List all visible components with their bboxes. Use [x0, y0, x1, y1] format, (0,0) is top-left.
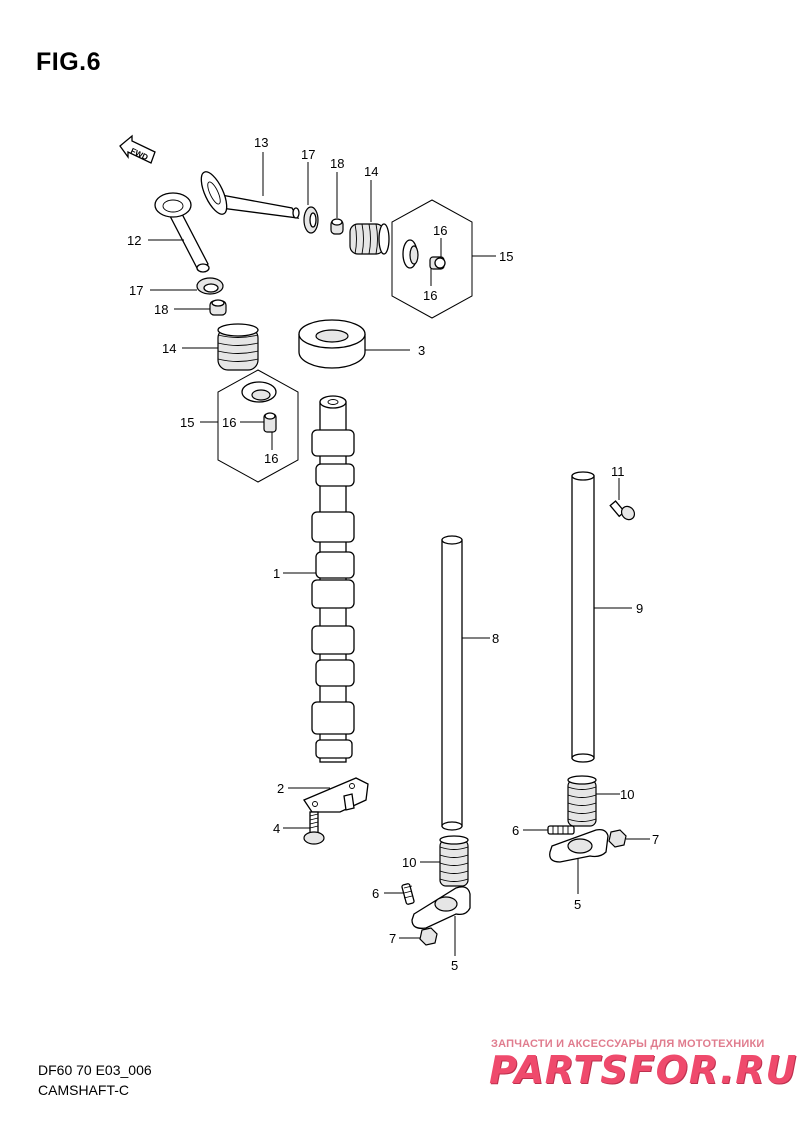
spring-10-right[interactable] — [567, 775, 597, 827]
callout-1: 1 — [273, 566, 280, 581]
spring-10-center[interactable] — [439, 835, 469, 887]
callout-11: 11 — [611, 464, 625, 479]
fwd-arrow-icon: FWD — [119, 134, 156, 164]
callout-16: 16 — [264, 451, 278, 466]
nut-7-center[interactable] — [419, 927, 438, 946]
plate-2[interactable] — [303, 777, 369, 813]
seal-18-upper[interactable] — [330, 218, 344, 235]
callout-6: 6 — [512, 823, 519, 838]
callout-16: 16 — [222, 415, 236, 430]
spring-14-lower[interactable] — [217, 323, 259, 371]
leader-lines — [148, 152, 650, 956]
callout-12: 12 — [127, 233, 141, 248]
valve-13[interactable] — [196, 168, 300, 219]
callout-13: 13 — [254, 135, 268, 150]
adjust-screw-6-right[interactable] — [547, 825, 575, 835]
callout-5: 5 — [451, 958, 458, 973]
callout-4: 4 — [273, 821, 280, 836]
nut-7-right[interactable] — [608, 829, 627, 848]
callout-10: 10 — [620, 787, 634, 802]
screw-11[interactable] — [609, 500, 637, 522]
callout-17: 17 — [301, 147, 315, 162]
callout-7: 7 — [652, 832, 659, 847]
diagram-name: CAMSHAFT-C — [38, 1082, 129, 1098]
watermark-logo: PARTSFOR.RU — [489, 1048, 798, 1092]
rocker-arm-5-center[interactable] — [411, 886, 471, 929]
spring-14-upper[interactable] — [349, 223, 390, 255]
callout-5: 5 — [574, 897, 581, 912]
retainer-group-15-lower[interactable] — [217, 369, 299, 483]
callout-15: 15 — [180, 415, 194, 430]
rocker-arm-5-right[interactable] — [549, 828, 609, 863]
callout-10: 10 — [402, 855, 416, 870]
collet-17-lower[interactable] — [196, 277, 224, 295]
callout-labels: 13 17 18 14 15 16 16 12 17 18 14 3 15 16… — [127, 135, 659, 973]
callout-15: 15 — [499, 249, 513, 264]
diagram-code: DF60 70 E03_006 — [38, 1062, 152, 1078]
callout-7: 7 — [389, 931, 396, 946]
callout-8: 8 — [492, 631, 499, 646]
rocker-shaft-9[interactable] — [571, 471, 595, 763]
callout-18: 18 — [330, 156, 344, 171]
callout-6: 6 — [372, 886, 379, 901]
camshaft-1[interactable] — [311, 395, 355, 763]
seal-18-lower[interactable] — [209, 299, 227, 316]
retainer-group-15-upper[interactable] — [391, 199, 473, 319]
valve-12[interactable] — [154, 192, 210, 273]
callout-14: 14 — [162, 341, 176, 356]
watermark-tagline: ЗАПЧАСТИ И АКСЕССУАРЫ ДЛЯ МОТОТЕХНИКИ — [491, 1038, 765, 1050]
figure-title: FIG.6 — [36, 48, 102, 76]
adjust-screw-6-center[interactable] — [401, 883, 415, 905]
callout-18: 18 — [154, 302, 168, 317]
callout-16: 16 — [433, 223, 447, 238]
callout-17: 17 — [129, 283, 143, 298]
callout-9: 9 — [636, 601, 643, 616]
collet-17-upper[interactable] — [303, 206, 319, 234]
oil-seal-3[interactable] — [298, 319, 366, 369]
callout-16: 16 — [423, 288, 437, 303]
bolt-4[interactable] — [303, 811, 325, 845]
callout-3: 3 — [418, 343, 425, 358]
callout-2: 2 — [277, 781, 284, 796]
rocker-shaft-8[interactable] — [441, 535, 463, 831]
callout-14: 14 — [364, 164, 378, 179]
